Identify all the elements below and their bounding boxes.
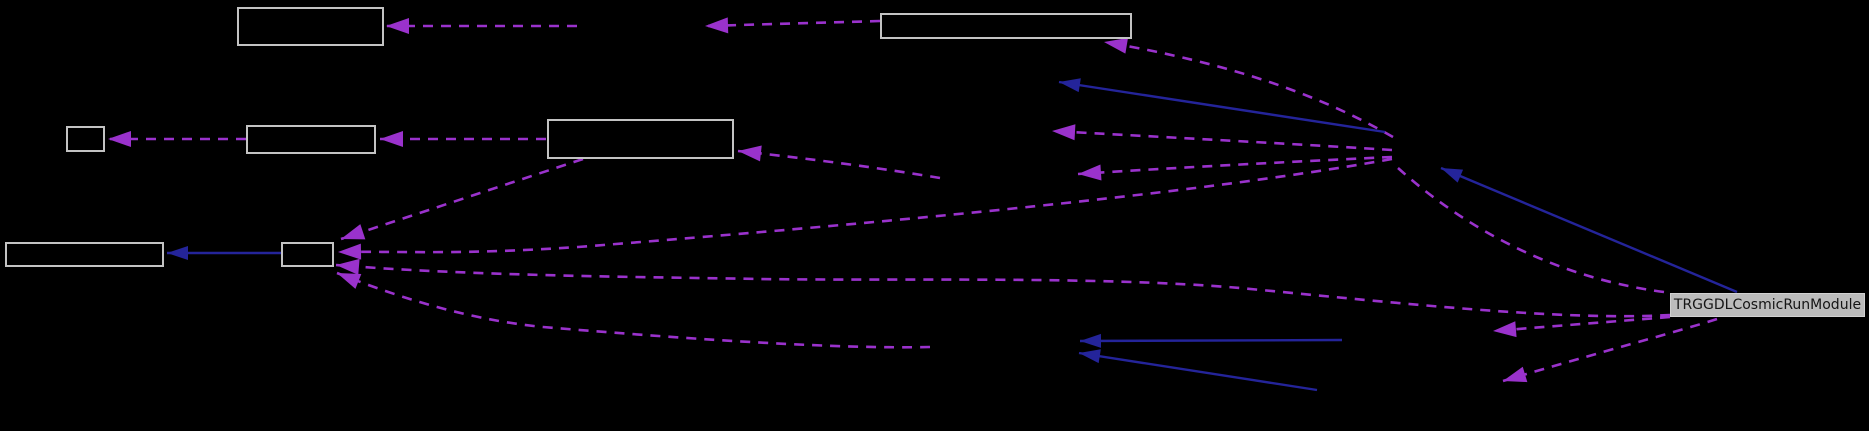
usage-edge bbox=[1397, 167, 1665, 294]
usage-edge bbox=[1051, 124, 1393, 152]
inheritance-edge bbox=[1058, 78, 1386, 134]
usage-edge bbox=[737, 145, 941, 180]
usage-edge bbox=[1492, 315, 1671, 338]
usage-edge bbox=[340, 157, 584, 241]
node-box-g[interactable] bbox=[281, 242, 334, 267]
usage-edge bbox=[1502, 317, 1718, 383]
usage-edge bbox=[704, 17, 881, 34]
node-box-f[interactable] bbox=[5, 242, 164, 267]
node-box-e[interactable] bbox=[547, 119, 734, 159]
inheritance-edge bbox=[1078, 349, 1318, 392]
usage-edge bbox=[1077, 155, 1393, 181]
usage-edge bbox=[335, 258, 1671, 318]
usage-edge bbox=[337, 157, 1393, 260]
usage-edge bbox=[336, 271, 931, 349]
node-trggdlcosmicrunmodule[interactable]: TRGGDLCosmicRunModule bbox=[1670, 293, 1865, 317]
node-box-a[interactable] bbox=[237, 7, 384, 46]
node-box-c[interactable] bbox=[66, 126, 105, 152]
usage-edge bbox=[1103, 37, 1394, 139]
node-box-b[interactable] bbox=[880, 13, 1132, 39]
inheritance-edge bbox=[1079, 333, 1343, 348]
inheritance-edge bbox=[1440, 166, 1738, 294]
node-box-d[interactable] bbox=[246, 125, 376, 154]
